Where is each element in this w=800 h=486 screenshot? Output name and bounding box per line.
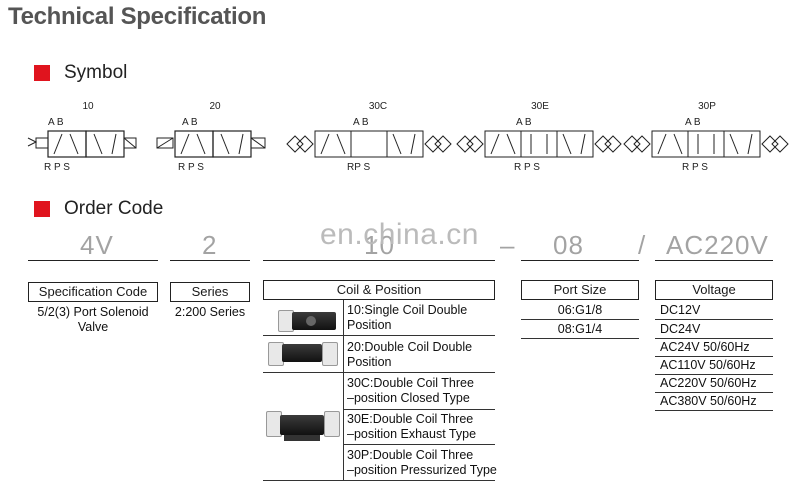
spec-code-header: Specification Code [28,282,158,302]
coil-option-10-line1: 10:Single Coil Double [347,303,468,317]
symbol-port-top: A B [353,117,369,128]
watermark-band [0,218,800,256]
voltage-option: AC110V 50/60Hz [660,358,756,372]
row-divider [263,480,495,481]
voltage-option: DC12V [660,303,701,317]
three-position-valve-image [264,405,340,443]
section-marker [34,201,50,217]
voltage-header: Voltage [655,280,773,300]
symbol-code: 10 [82,101,94,112]
series-header: Series [170,282,250,302]
coil-option-20-line2: Position [347,355,392,369]
port-size-option: 06:G1/8 [557,303,603,317]
coil-position-header: Coil & Position [263,280,495,300]
symbol-port-top: A B [685,117,701,128]
row-divider [655,319,773,320]
single-coil-valve-image [276,306,338,332]
voltage-option: AC220V 50/60Hz [660,376,757,390]
symbol-port-top: A B [182,117,198,128]
coil-option-30c-line1: 30C:Double Coil Three [347,376,474,390]
watermark-text: en.china.cn [320,218,479,251]
symbol-code: 30C [368,101,388,112]
double-coil-valve-image [266,336,340,366]
coil-option-10-line2: Position [347,318,392,332]
divider-line [263,260,495,261]
symbol-port-bottom: R P S [178,162,204,173]
row-divider [655,374,773,375]
symbol-section-label: Symbol [64,62,128,83]
coil-option-30e-line1: 30E:Double Coil Three [347,412,474,426]
divider-line [521,260,639,261]
voltage-option: AC380V 50/60Hz [660,394,757,408]
symbol-port-top: A B [48,117,64,128]
symbol-code: 20 [209,101,221,112]
valve-symbol-20 [156,130,266,158]
section-marker [34,65,50,81]
valve-symbol-30e [456,130,622,158]
valve-symbol-30p [623,130,789,158]
row-divider [521,319,639,320]
valve-symbol-30c [286,130,452,158]
row-divider [521,338,639,339]
symbol-port-top: A B [516,117,532,128]
voltage-option: AC24V 50/60Hz [660,340,750,354]
spec-code-value-line2: Valve [77,320,109,334]
symbol-row: 10 A B R P S 20 A B R P S 30C A B RP S 3… [20,100,800,180]
series-value: 2:200 Series [174,305,246,319]
coil-option-30p-line2: –position Pressurized Type [347,463,497,477]
voltage-option: DC24V [660,322,701,336]
symbol-port-bottom: R P S [682,162,708,173]
coil-option-30c-line2: –position Closed Type [347,391,470,405]
symbol-port-bottom: R P S [514,162,540,173]
divider-line [170,260,250,261]
row-divider [263,372,495,373]
coil-column-divider [343,300,344,480]
row-divider [343,444,495,445]
row-divider [655,392,773,393]
row-divider [263,335,495,336]
symbol-code: 30E [531,101,549,112]
valve-symbol-10 [27,130,137,158]
coil-option-30p-line1: 30P:Double Coil Three [347,448,474,462]
symbol-port-bottom: R P S [44,162,70,173]
order-section-label: Order Code [64,198,164,219]
port-size-option: 08:G1/4 [557,322,603,336]
divider-line [655,260,773,261]
coil-option-20-line1: 20:Double Coil Double [347,340,473,354]
coil-option-30e-line2: –position Exhaust Type [347,427,477,441]
symbol-code: 30P [698,101,716,112]
page-title: Technical Specification [8,3,267,30]
row-divider [655,356,773,357]
port-size-header: Port Size [521,280,639,300]
row-divider [655,338,773,339]
spec-code-value-line1: 5/2(3) Port Solenoid [37,305,149,319]
divider-line [28,260,158,261]
symbol-port-bottom: RP S [347,162,371,173]
row-divider [343,409,495,410]
row-divider [655,410,773,411]
